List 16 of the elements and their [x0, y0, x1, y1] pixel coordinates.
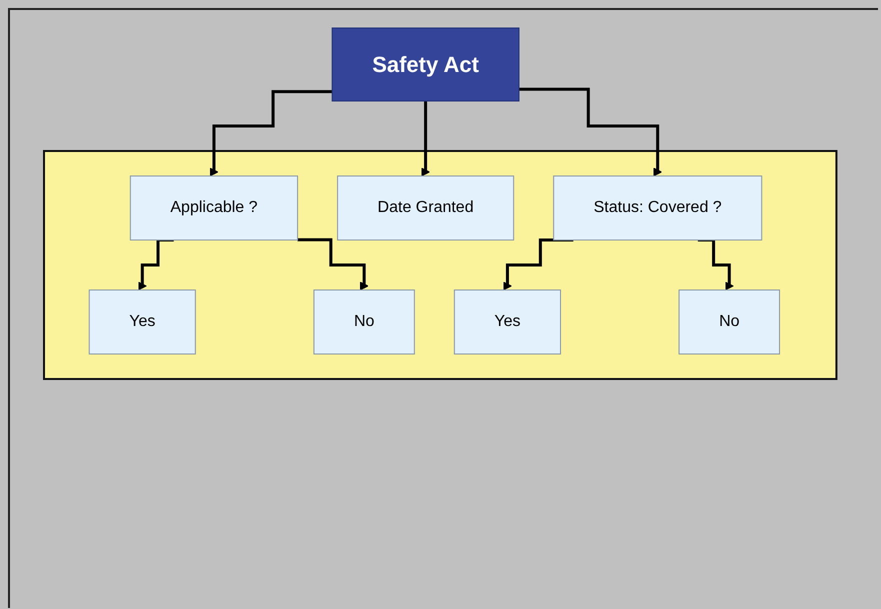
node-box: No [314, 290, 416, 354]
arrow [210, 90, 332, 176]
node-box: Yes [454, 290, 562, 354]
node-box: No [678, 290, 780, 354]
arrow [138, 238, 174, 290]
node-box: Applicable ? [130, 176, 298, 240]
arrow [519, 88, 662, 176]
arrow [503, 238, 574, 290]
arrow [298, 238, 369, 290]
node-box: Date Granted [337, 176, 514, 240]
arrow [698, 238, 734, 290]
arrow [421, 100, 430, 176]
cluster [43, 150, 838, 380]
node-box: Yes [89, 290, 196, 354]
node-box: Safety Act [332, 28, 520, 102]
node-box: Status: Covered ? [553, 176, 762, 240]
